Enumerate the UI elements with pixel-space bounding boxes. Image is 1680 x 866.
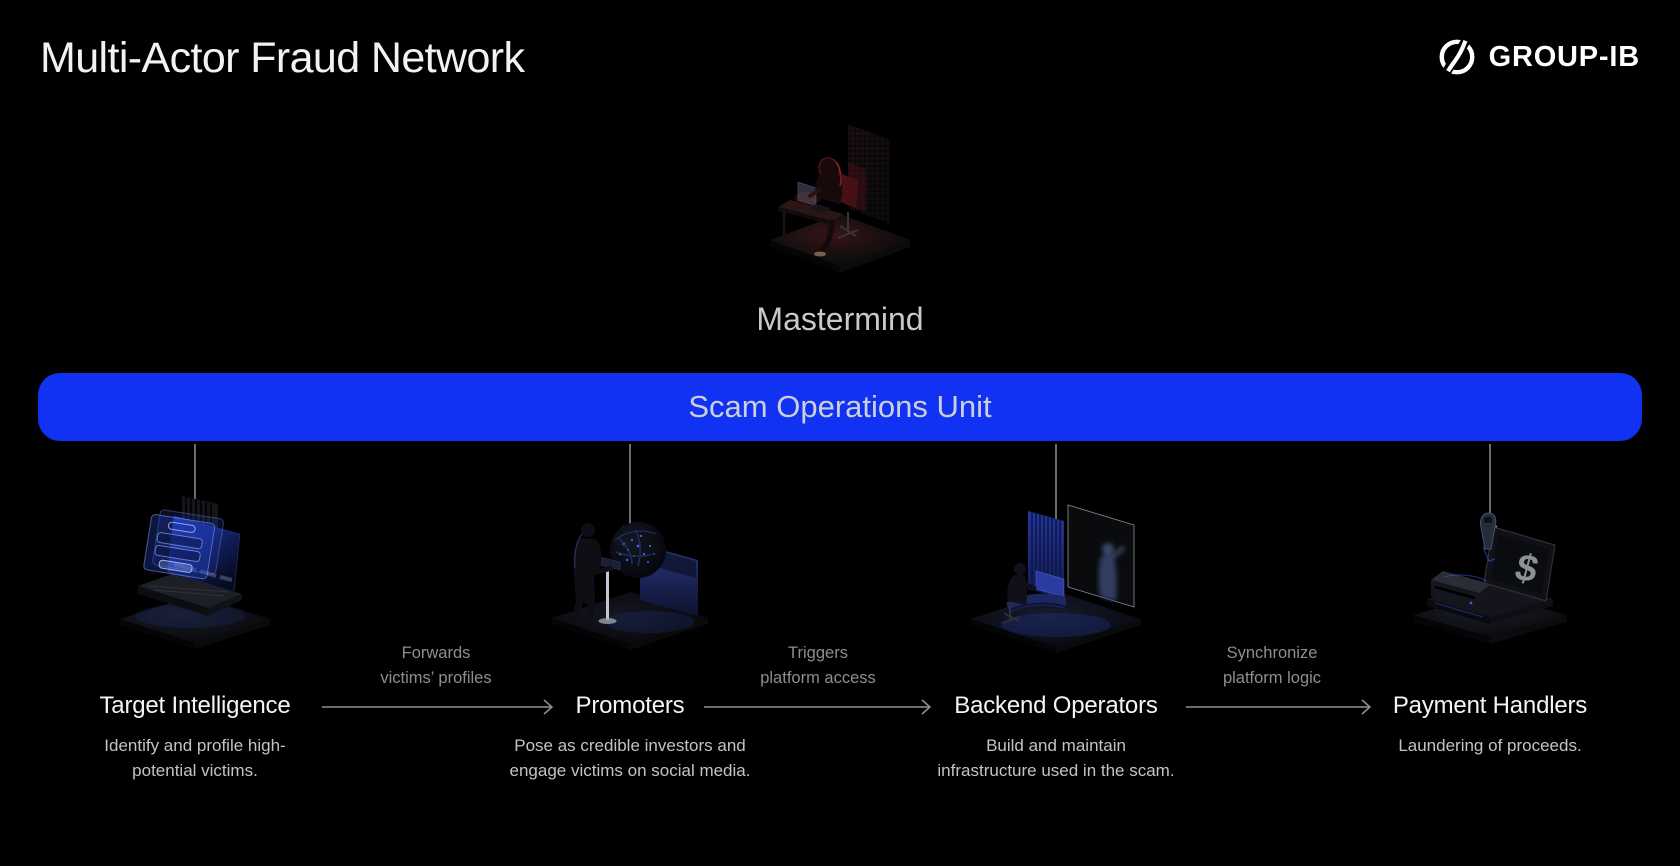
node-description-line: engage victims on social media. <box>509 761 751 780</box>
node-title: Promoters <box>575 692 685 719</box>
flow-label-line: platform access <box>760 669 876 687</box>
brand-logo: GROUP-IB <box>1436 36 1640 78</box>
group-ib-icon <box>1439 36 1475 76</box>
login-panel-shape <box>143 509 224 580</box>
node-description: Build and maintain infrastructure used i… <box>886 733 1226 783</box>
target-intelligence-illustration <box>90 490 300 655</box>
node-description-line: Build and maintain <box>986 736 1126 755</box>
node-description: Pose as credible investors and engage vi… <box>460 733 800 783</box>
globe-shape <box>610 522 666 578</box>
flow-label-line: Forwards <box>401 644 471 662</box>
hooded-figure-at-desk-art <box>770 124 910 273</box>
payment-handlers-illustration: $ <box>1385 497 1595 652</box>
promoters-illustration <box>520 488 740 658</box>
blurred-figure-shape <box>1098 543 1126 601</box>
banner-label: Scam Operations Unit <box>688 389 992 424</box>
flow-label-line: victims’ profiles <box>380 669 492 687</box>
scam-operations-banner: Scam Operations Unit <box>38 373 1642 441</box>
figure-at-podium-with-globe-art <box>552 522 708 650</box>
flow-label-synchronize-platform-logic: Synchronize platform logic <box>1142 641 1402 691</box>
card-reader-shape <box>1480 512 1497 562</box>
flow-label-forwards-victims-profiles: Forwards victims’ profiles <box>306 641 566 691</box>
node-title: Target Intelligence <box>99 692 291 719</box>
cash-register-with-dollar-screen-art: $ <box>1413 512 1567 644</box>
node-payment-handlers: $ Payment Handlers Laundering of proceed… <box>1320 480 1660 800</box>
node-description-line: Identify and profile high- <box>104 736 286 755</box>
flow-label-line: Synchronize <box>1226 644 1318 662</box>
page-title: Multi-Actor Fraud Network <box>40 34 525 82</box>
backend-operators-illustration <box>936 485 1176 658</box>
node-description: Laundering of proceeds. <box>1320 733 1660 758</box>
node-description-line: Pose as credible investors and <box>514 736 746 755</box>
flow-label-line: Triggers <box>788 644 848 662</box>
node-target-intelligence: Target Intelligence Identify and profile… <box>25 480 365 800</box>
node-promoters: Promoters Pose as credible investors and… <box>460 480 800 800</box>
node-backend-operators: Backend Operators Build and maintain inf… <box>886 480 1226 800</box>
node-description-line: infrastructure used in the scam. <box>937 761 1175 780</box>
node-title: Backend Operators <box>954 692 1158 719</box>
node-description: Identify and profile high- potential vic… <box>25 733 365 783</box>
operator-at-monitor-wall-art <box>971 504 1141 653</box>
brand-name: GROUP-IB <box>1488 40 1640 73</box>
flow-label-triggers-platform-access: Triggers platform access <box>688 641 948 691</box>
mastermind-label: Mastermind <box>756 301 924 337</box>
laptop-with-login-screens-art <box>120 496 270 649</box>
node-description-line: Laundering of proceeds. <box>1398 736 1582 755</box>
hooded-figure-shape <box>818 157 840 180</box>
standing-figure-shape <box>572 523 613 625</box>
payment-screen-shape: $ <box>1483 526 1556 602</box>
node-description-line: potential victims. <box>132 761 258 780</box>
mastermind-illustration <box>740 116 940 283</box>
seated-figure-shape <box>1001 563 1037 624</box>
flow-label-line: platform logic <box>1222 669 1322 687</box>
node-title: Payment Handlers <box>1392 692 1588 719</box>
